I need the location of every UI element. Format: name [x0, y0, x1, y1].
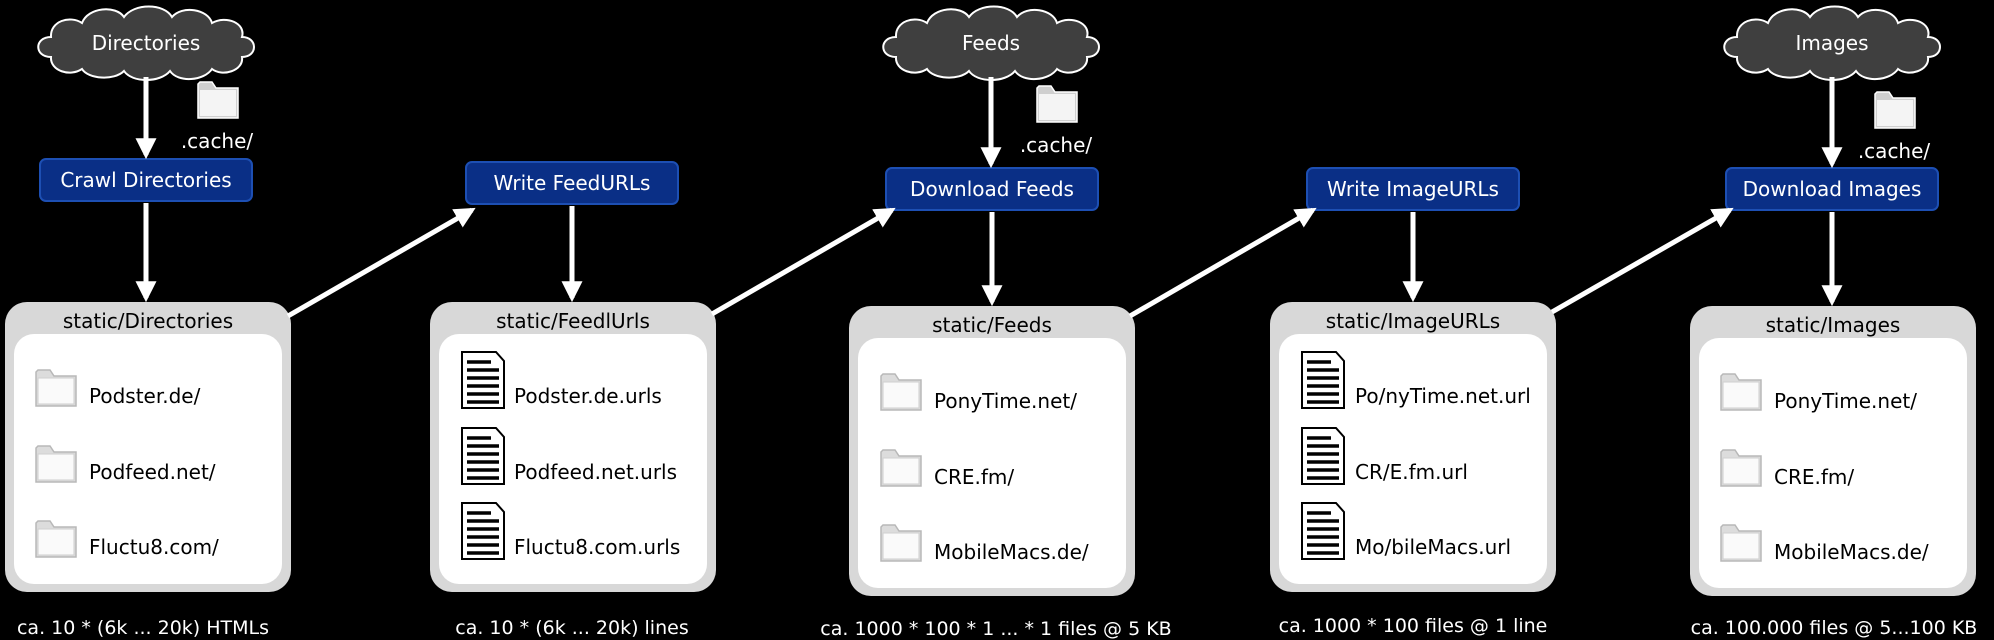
folder-icon: [880, 373, 922, 411]
store-caption: ca. 10 * (6k ... 20k) HTMLs: [17, 617, 269, 639]
document-icon: [1301, 427, 1345, 485]
document-icon: [461, 502, 505, 560]
cloud-label: Feeds: [962, 31, 1020, 55]
cloud-icon: [1723, 5, 1941, 81]
store-caption: ca. 10 * (6k ... 20k) lines: [455, 617, 688, 639]
item-label: Fluctu8.com/: [89, 535, 219, 559]
store-caption: ca. 100.000 files @ 5...100 KB: [1691, 617, 1978, 639]
item-label: Podfeed.net.urls: [514, 460, 677, 484]
flow-arrows: [135, 77, 1843, 319]
store-item: Podster.de.urls: [461, 351, 662, 409]
cache-label: .cache/: [1858, 139, 1931, 163]
source-directories: Directories: [37, 5, 255, 81]
store-caption: ca. 1000 * 100 * 1 ... * 1 files @ 5 KB: [820, 618, 1171, 640]
store-title: static/Directories: [63, 309, 233, 333]
item-label: Podster.de.urls: [514, 384, 662, 408]
store-item: MobileMacs.de/: [1720, 524, 1929, 564]
folder-icon: [197, 81, 239, 119]
item-label: MobileMacs.de/: [934, 540, 1089, 564]
store-item: CRE.fm/: [880, 449, 1014, 489]
store-item: Fluctu8.com/: [35, 520, 219, 559]
store-item: PonyTime.net/: [1720, 373, 1917, 413]
source-images: Images: [1723, 5, 1941, 81]
step-label: Write FeedURLs: [494, 171, 651, 195]
store-item: PonyTime.net/: [880, 373, 1077, 413]
document-icon: [461, 427, 505, 485]
folder-icon: [1720, 449, 1762, 487]
step-crawl-directories: Crawl Directories: [39, 158, 253, 202]
store-static-directories: static/Directories Podster.de/ Podfeed.n…: [5, 302, 291, 639]
cache-feeds: .cache/: [1020, 85, 1093, 157]
document-icon: [1301, 502, 1345, 560]
step-label: Download Images: [1743, 177, 1922, 201]
document-icon: [461, 351, 505, 409]
store-title: static/FeedlUrls: [496, 309, 650, 333]
cloud-label: Directories: [92, 31, 201, 55]
store-caption: ca. 1000 * 100 files @ 1 line: [1279, 615, 1548, 637]
item-label: Mo/bileMacs.url: [1355, 535, 1511, 559]
item-label: Podfeed.net/: [89, 460, 216, 484]
store-item: Fluctu8.com.urls: [461, 502, 680, 560]
item-label: Fluctu8.com.urls: [514, 535, 680, 559]
item-label: CRE.fm/: [934, 465, 1014, 489]
store-item: Po/nyTime.net.url: [1301, 351, 1531, 409]
step-write-feedurls: Write FeedURLs: [465, 161, 679, 205]
store-item: CR/E.fm.url: [1301, 427, 1468, 485]
item-label: Po/nyTime.net.url: [1355, 384, 1531, 408]
cache-label: .cache/: [181, 129, 254, 153]
store-title: static/ImageURLs: [1326, 309, 1500, 333]
store-item: Podster.de/: [35, 369, 201, 408]
folder-icon: [880, 449, 922, 487]
cache-images: .cache/: [1858, 91, 1931, 163]
store-item: Podfeed.net.urls: [461, 427, 677, 485]
cloud-icon: [882, 5, 1100, 81]
folder-icon: [1874, 91, 1916, 129]
arrow-diagonal: [286, 207, 476, 319]
source-feeds: Feeds: [882, 5, 1100, 81]
arrow-diagonal: [1550, 207, 1734, 315]
store-title: static/Feeds: [932, 313, 1052, 337]
folder-icon: [1720, 373, 1762, 411]
cache-label: .cache/: [1020, 133, 1093, 157]
folder-icon: [35, 369, 77, 407]
step-label: Download Feeds: [910, 177, 1074, 201]
step-write-imageurls: Write ImageURLs: [1306, 167, 1520, 211]
store-item: MobileMacs.de/: [880, 524, 1089, 564]
folder-icon: [1036, 85, 1078, 123]
folder-icon: [35, 520, 77, 558]
cloud-icon: [37, 5, 255, 81]
arrow-diagonal: [1128, 207, 1317, 319]
arrow-diagonal: [710, 207, 896, 317]
step-label: Write ImageURLs: [1327, 177, 1499, 201]
item-label: MobileMacs.de/: [1774, 540, 1929, 564]
store-title: static/Images: [1766, 313, 1901, 337]
store-item: Podfeed.net/: [35, 445, 216, 484]
store-static-feedurls: static/FeedlUrls Podster.de.urls Podfeed…: [430, 302, 716, 639]
cache-directories: .cache/: [181, 81, 254, 153]
store-static-feeds: static/Feeds PonyTime.net/ CRE.fm/ Mobil…: [820, 306, 1172, 640]
store-static-images: static/Images PonyTime.net/ CRE.fm/ Mobi…: [1690, 306, 1977, 639]
item-label: CR/E.fm.url: [1355, 460, 1468, 484]
item-label: PonyTime.net/: [1774, 389, 1917, 413]
step-download-images: Download Images: [1725, 167, 1939, 211]
folder-icon: [880, 524, 922, 562]
item-label: Podster.de/: [89, 384, 201, 408]
store-item: Mo/bileMacs.url: [1301, 502, 1511, 560]
item-label: PonyTime.net/: [934, 389, 1077, 413]
folder-icon: [1720, 524, 1762, 562]
document-icon: [1301, 351, 1345, 409]
store-static-imageurls: static/ImageURLs Po/nyTime.net.url CR/E.…: [1270, 302, 1556, 637]
store-item: CRE.fm/: [1720, 449, 1854, 489]
cloud-label: Images: [1795, 31, 1868, 55]
step-download-feeds: Download Feeds: [885, 167, 1099, 211]
item-label: CRE.fm/: [1774, 465, 1854, 489]
folder-icon: [35, 445, 77, 483]
step-label: Crawl Directories: [60, 168, 231, 192]
